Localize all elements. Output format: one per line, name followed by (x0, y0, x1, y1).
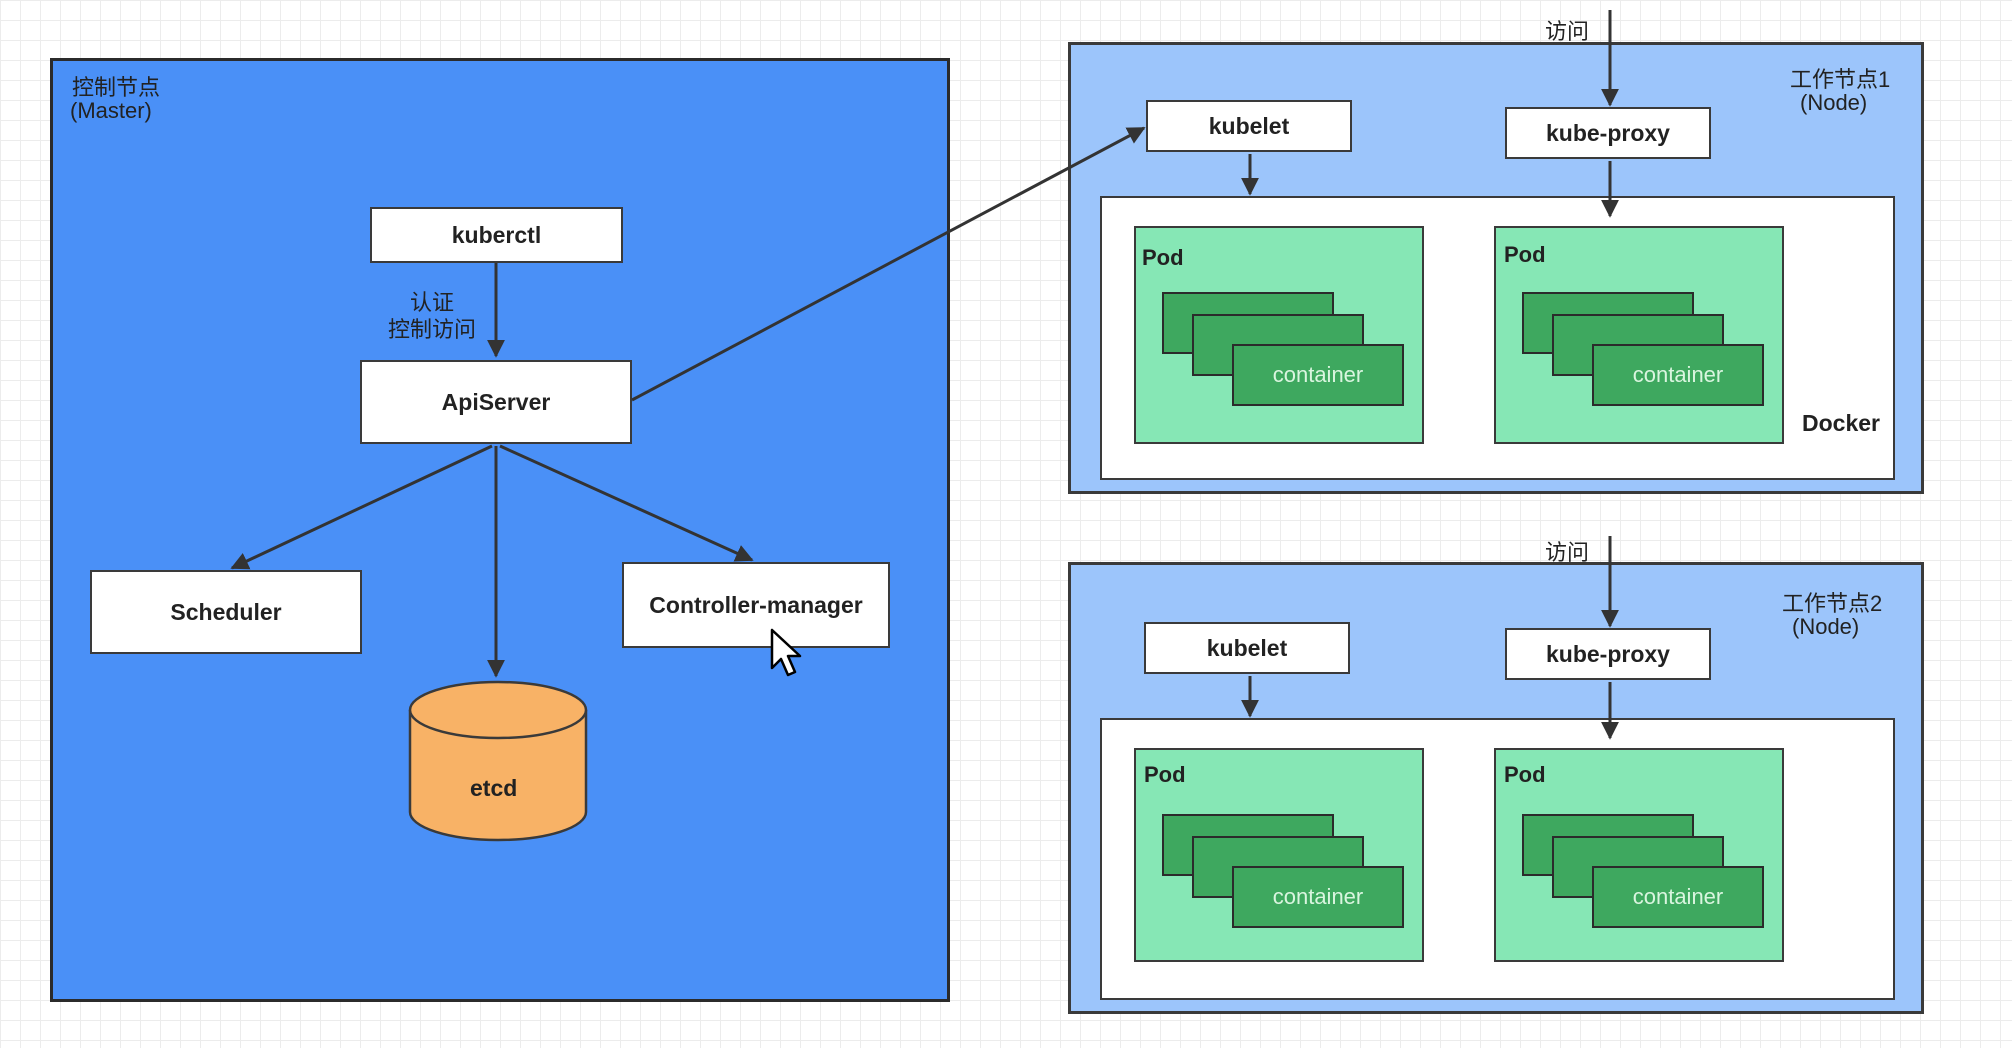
node1-kube-proxy-box[interactable]: kube-proxy (1505, 107, 1711, 159)
arrow-apiserver-to-node1-kubelet (631, 126, 1146, 402)
node2-subtitle: (Node) (1792, 614, 1860, 639)
node1-docker-label: Docker (1802, 410, 1880, 436)
auth-label: 认证 (410, 290, 455, 315)
etcd-label: etcd (470, 775, 518, 801)
etcd-cylinder[interactable] (406, 678, 590, 848)
node2-kube-proxy-box[interactable]: kube-proxy (1505, 628, 1711, 680)
node1-subtitle: (Node) (1800, 90, 1868, 115)
node1-pod-b-label: Pod (1504, 242, 1546, 267)
node2-access-label: 访问 (1545, 540, 1590, 565)
node1-pod-b-container[interactable]: container (1592, 344, 1764, 406)
master-subtitle: (Master) (70, 98, 152, 123)
node2-kubelet-box[interactable]: kubelet (1144, 622, 1350, 674)
node2-pod-b-container[interactable]: container (1592, 866, 1764, 928)
node1-pod-a-label: Pod (1142, 245, 1184, 270)
node1-kubelet-box[interactable]: kubelet (1146, 100, 1352, 152)
node1-title: 工作节点1 (1790, 67, 1891, 92)
node2-pod-b-label: Pod (1504, 762, 1546, 787)
controller-manager-box[interactable]: Controller-manager (622, 562, 890, 648)
node2-pod-a-label: Pod (1144, 762, 1186, 787)
arrow-apiserver-to-controller (499, 444, 754, 562)
scheduler-box[interactable]: Scheduler (90, 570, 362, 654)
access-control-label: 控制访问 (388, 317, 477, 342)
master-title: 控制节点 (72, 75, 161, 100)
apiserver-box[interactable]: ApiServer (360, 360, 632, 444)
arrow-apiserver-to-scheduler (230, 444, 493, 570)
node1-access-label: 访问 (1545, 19, 1590, 44)
node1-pod-a-container[interactable]: container (1232, 344, 1404, 406)
node2-title: 工作节点2 (1782, 591, 1883, 616)
kubectl-box[interactable]: kuberctl (370, 207, 623, 263)
node2-pod-a-container[interactable]: container (1232, 866, 1404, 928)
mouse-cursor-icon (770, 628, 802, 677)
